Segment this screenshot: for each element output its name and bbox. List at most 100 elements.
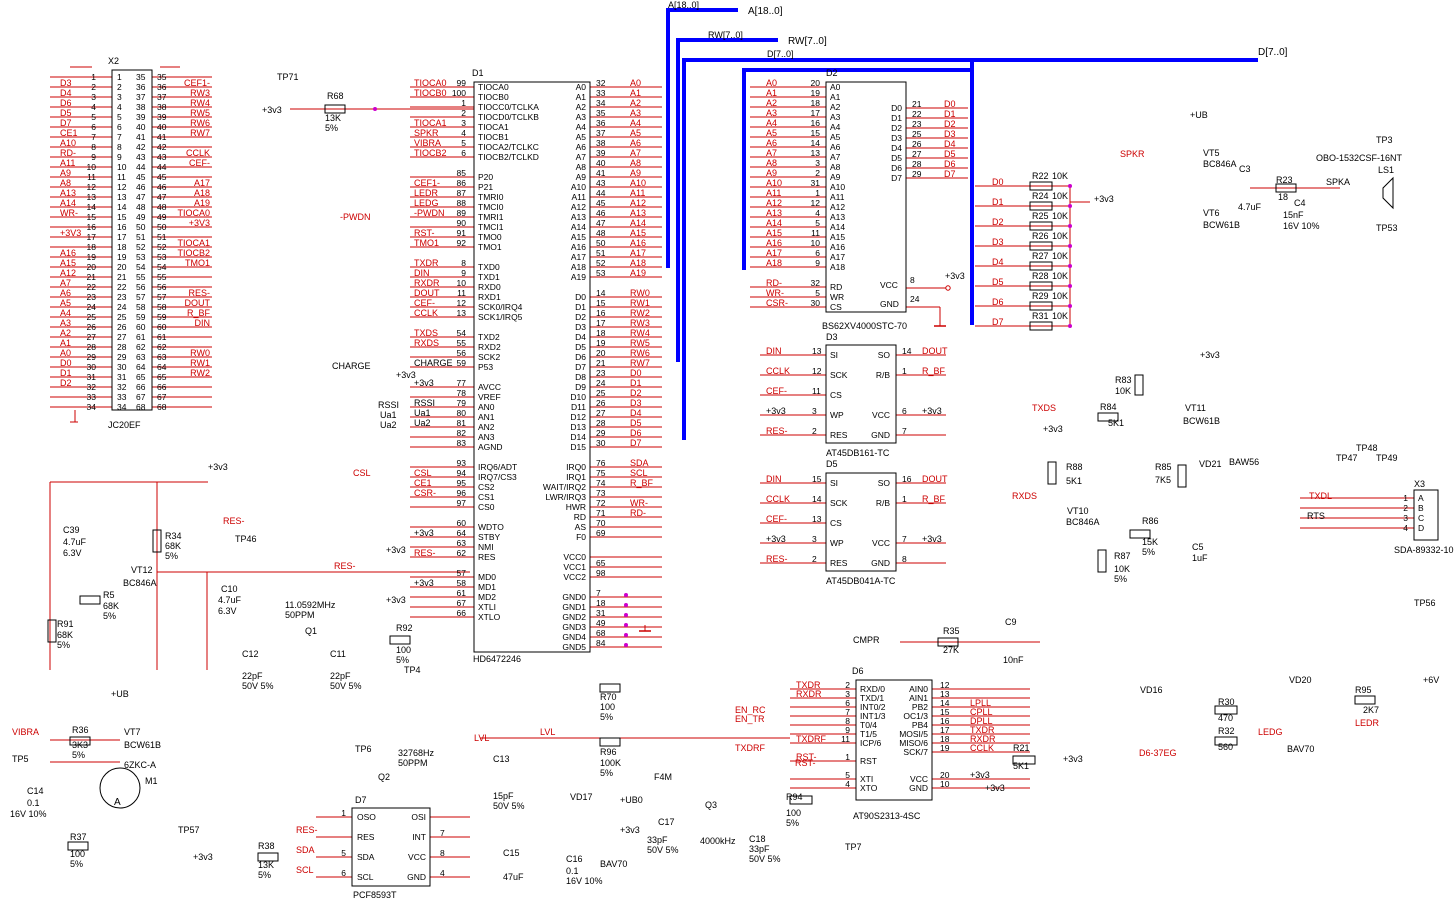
d6-pin-func: T1/5: [860, 729, 877, 739]
d6-pin-num: 7: [845, 707, 850, 717]
x2-net-left: D4: [60, 88, 72, 98]
r95: [1354, 695, 1376, 705]
schematic-label: 5K1: [1108, 418, 1124, 428]
schematic-label: SCL: [296, 865, 314, 875]
r94: [789, 795, 813, 805]
d2-pin-func: A8: [830, 162, 841, 172]
d1-pin-num: 58: [457, 578, 467, 588]
d6-ref: D6: [852, 666, 864, 676]
d1-pin-num-r: 31: [596, 608, 606, 618]
d1-pin-func: TXD2: [478, 332, 500, 342]
d2-pin-func: CS: [830, 302, 842, 312]
d1-pin-num-r: 43: [596, 178, 606, 188]
d1-pin-func-r: D12: [570, 412, 586, 422]
d2-pin-func: A5: [830, 132, 841, 142]
pullup-resistor: [1029, 281, 1053, 291]
schematic-label: R91: [57, 619, 74, 629]
d1-pin-num-r: 73: [596, 488, 606, 498]
d2-pin-num: 3: [815, 158, 820, 168]
schematic-label: +3v3: [985, 783, 1005, 793]
d2-pin-num: 18: [811, 98, 821, 108]
x2-pin-num-right: 54: [157, 262, 167, 272]
d1-pin-num: 60: [457, 518, 467, 528]
d1-pin-func: RES: [478, 552, 496, 562]
d2-pin-func-r: D0: [891, 103, 902, 113]
x2-pin-num-left: 25: [87, 312, 97, 322]
pullup-net: D4: [992, 257, 1004, 267]
d6-body: [855, 679, 933, 801]
d1-part: HD6472246: [473, 654, 521, 664]
d2-pin-num: 1: [815, 188, 820, 198]
x2-pin-num-inner-right: 61: [136, 332, 146, 342]
schematic-label: TXDL: [1309, 491, 1332, 501]
d2-pin-func: WR: [830, 292, 844, 302]
schematic-label: 50V 5%: [330, 681, 362, 691]
d1-pin-num: 64: [457, 528, 467, 538]
pullup-net: D0: [992, 177, 1004, 187]
schematic-label: 22pF: [242, 671, 263, 681]
pullup-value: 10K: [1052, 231, 1068, 241]
d1-net: RXDS: [414, 338, 439, 348]
d1-pin-func-r: D2: [575, 312, 586, 322]
x2-pin-num-left: 15: [87, 212, 97, 222]
d5-ref: D5: [826, 459, 838, 469]
r88: [1047, 461, 1057, 485]
d1-pin-num: 93: [457, 458, 467, 468]
d1-pin-num: 54: [457, 328, 467, 338]
x2-pin-num-inner-right: 35: [136, 72, 146, 82]
x2-net-left: A10: [60, 138, 76, 148]
schematic-label: R32: [1218, 726, 1235, 736]
d2-pin-num-r: 27: [912, 149, 922, 159]
x2-pin-num-inner-right: 44: [136, 162, 146, 172]
pullup-ref: R29: [1032, 291, 1049, 301]
flash-net-l: CEF-: [766, 514, 787, 524]
r36: [69, 736, 91, 746]
d2-net-r: D5: [944, 149, 956, 159]
d2-net: A4: [766, 118, 777, 128]
d1-pin-func: TXD0: [478, 262, 500, 272]
d1-pin-num-r: 21: [596, 358, 606, 368]
flash-pin-func-l: SCK: [830, 498, 848, 508]
x2-pin-num-inner-right: 62: [136, 342, 146, 352]
d1-pin-func-r: A8: [576, 162, 587, 172]
schematic-label: 22pF: [330, 671, 351, 681]
x2-pin-num-inner-right: 46: [136, 182, 146, 192]
r83: [1134, 374, 1144, 396]
x2-net-right: TIOCB2: [177, 248, 210, 258]
d1-net: RSSI: [414, 398, 435, 408]
schematic-label: 16V 10%: [1283, 221, 1320, 231]
r21: [1012, 755, 1036, 765]
schematic-label: TXDRF: [735, 743, 765, 753]
x2-net-left: D3: [60, 78, 72, 88]
d2-pin-num: 10: [811, 238, 821, 248]
d1-net-r: D6: [630, 428, 642, 438]
d1-net: TIOCA0: [414, 78, 447, 88]
schematic-label: 16V 10%: [10, 809, 47, 819]
d2-pin-func: A7: [830, 152, 841, 162]
schematic-label: R96: [600, 747, 617, 757]
d1-pin-func: WDTO: [478, 522, 504, 532]
schematic-label: RTS: [1307, 511, 1325, 521]
schematic-label: 10K: [1114, 564, 1130, 574]
schematic-label: RES-: [223, 516, 245, 526]
d1-pin-num: 95: [457, 478, 467, 488]
d2-pin-func-r: D1: [891, 113, 902, 123]
d1-net: TIOCA1: [414, 118, 447, 128]
d1-net: RST-: [414, 228, 435, 238]
schematic-label: TP7: [845, 842, 862, 852]
x2-net-right: CEF1-: [184, 78, 210, 88]
d1-pin-num-r: 7: [596, 588, 601, 598]
schematic-label: R94: [786, 792, 803, 802]
x2-pin-num-right: 47: [157, 192, 167, 202]
x2-pin-num-inner-left: 25: [117, 312, 127, 322]
d1-pin-func-r: A1: [576, 92, 587, 102]
d1-pin-num: 89: [457, 208, 467, 218]
d1-pin-func: SCK2: [478, 352, 500, 362]
d1-net-r: RW4: [630, 328, 650, 338]
schematic-label: LS1: [1378, 165, 1394, 175]
schematic-label: 5%: [1114, 574, 1127, 584]
d2-pin-func: A0: [830, 82, 841, 92]
d1-pin-num-r: 75: [596, 468, 606, 478]
schematic-label: C17: [658, 817, 675, 827]
